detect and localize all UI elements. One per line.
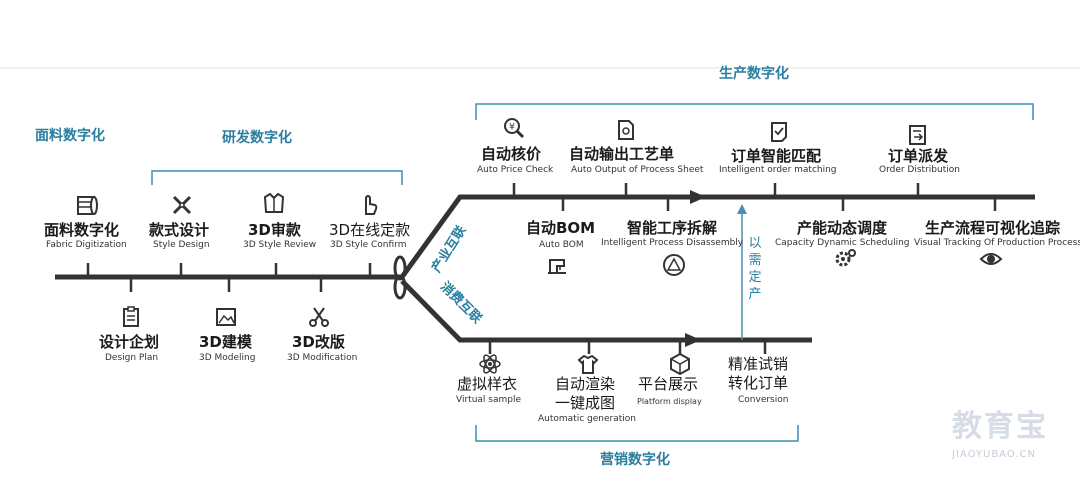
- marketing-3-cn2: 转化订单: [728, 374, 789, 392]
- marketing-1-cn: 自动渲染: [555, 375, 616, 393]
- clipboard-icon: [123, 306, 139, 327]
- sewing-machine-icon: [548, 259, 566, 274]
- section-rd: 研发数字化: [222, 130, 292, 146]
- tshirt-icon: [577, 354, 599, 374]
- rd-top-3-en: 3D Style Confirm: [330, 240, 407, 250]
- rd-bottom-1-cn: 3D建模: [199, 333, 252, 351]
- section-brackets: [151, 103, 1034, 442]
- prod-bottom-1-en: Intelligent Process Disassembly: [601, 238, 744, 248]
- rd-top-3-cn: 3D在线定款: [329, 221, 411, 239]
- cube-icon: [670, 352, 690, 376]
- prod-bottom-2-en: Capacity Dynamic Scheduling: [775, 238, 910, 248]
- marketing-0-en: Virtual sample: [456, 395, 521, 405]
- ruler-pencil-icon: [172, 195, 192, 215]
- rd-top-2-cn: 3D审款: [248, 221, 301, 239]
- spine-ticks: [86, 183, 997, 354]
- rd-bottom-2-en: 3D Modification: [287, 353, 358, 363]
- marketing-0-cn: 虚拟样衣: [457, 375, 518, 393]
- marketing-3-en: Conversion: [738, 395, 789, 405]
- prod-top-2-en: Intelligent order matching: [719, 165, 837, 175]
- warning-icon: [663, 254, 685, 276]
- prod-bottom-0-en: Auto BOM: [539, 240, 584, 250]
- prod-top-1-en: Auto Output of Process Sheet: [571, 165, 704, 175]
- prod-bottom-1-cn: 智能工序拆解: [627, 219, 718, 237]
- marketing-1-en: Automatic generation: [538, 414, 636, 424]
- rd-bottom-0-cn: 设计企划: [99, 333, 160, 351]
- marketing-1-cn2: 一键成图: [555, 394, 616, 412]
- upper-branch: [399, 194, 1035, 279]
- marketing-3-cn: 精准试销: [728, 355, 789, 373]
- document-gear-icon: [618, 120, 634, 140]
- document-check-icon: [771, 122, 787, 142]
- gears-icon: [835, 249, 856, 267]
- prod-bottom-3-en: Visual Tracking Of Production Process: [914, 238, 1080, 248]
- prod-top-0-en: Auto Price Check: [477, 165, 554, 175]
- watermark-url: JIAOYUBAO.CN: [952, 449, 1036, 460]
- prod-top-3-cn: 订单派发: [888, 147, 949, 165]
- rd-top-1-en: Style Design: [153, 240, 210, 250]
- rd-top-0-en: Fabric Digitization: [46, 240, 127, 250]
- prod-top-2-cn: 订单智能匹配: [731, 147, 822, 165]
- watermark-logo: 教育宝: [952, 409, 1048, 444]
- prod-bottom-2-cn: 产能动态调度: [797, 219, 888, 237]
- rd-top-2-en: 3D Style Review: [243, 240, 317, 250]
- lower-arrow: [685, 333, 701, 347]
- hand-pointer-icon: [365, 194, 378, 215]
- jacket-icon: [263, 192, 285, 213]
- prod-top-3-en: Order Distribution: [879, 165, 960, 175]
- section-fabric: 面料数字化: [35, 128, 105, 144]
- upper-arrow: [690, 190, 706, 204]
- rd-bottom-1-en: 3D Modeling: [199, 353, 256, 363]
- branch-sales-driven: 以需定产: [748, 236, 762, 302]
- scissors-icon: [309, 307, 329, 327]
- rd-bottom-2-cn: 3D改版: [292, 333, 345, 351]
- prod-bottom-3-cn: 生产流程可视化追踪: [925, 219, 1061, 237]
- document-arrow-icon: [909, 125, 926, 145]
- prod-bottom-0-cn: 自动BOM: [526, 219, 596, 237]
- image-frame-icon: [216, 308, 236, 326]
- prod-top-1-cn: 自动输出工艺单: [569, 145, 675, 163]
- marketing-2-en: Platform display: [637, 397, 702, 406]
- rd-bottom-0-en: Design Plan: [105, 353, 159, 363]
- section-marketing: 营销数字化: [600, 452, 670, 468]
- fabric-roll-icon: [77, 196, 98, 215]
- rd-top-1-cn: 款式设计: [149, 221, 210, 239]
- eye-icon: [979, 253, 1003, 265]
- atom-icon: [479, 354, 501, 374]
- prod-top-0-cn: 自动核价: [481, 145, 542, 163]
- section-production: 生产数字化: [719, 66, 789, 82]
- svg-text:¥: ¥: [509, 123, 515, 133]
- yen-search-icon: ¥: [504, 118, 525, 139]
- rd-top-0-cn: 面料数字化: [44, 221, 120, 239]
- marketing-2-cn: 平台展示: [638, 375, 699, 393]
- chain-link-icon: [393, 255, 407, 281]
